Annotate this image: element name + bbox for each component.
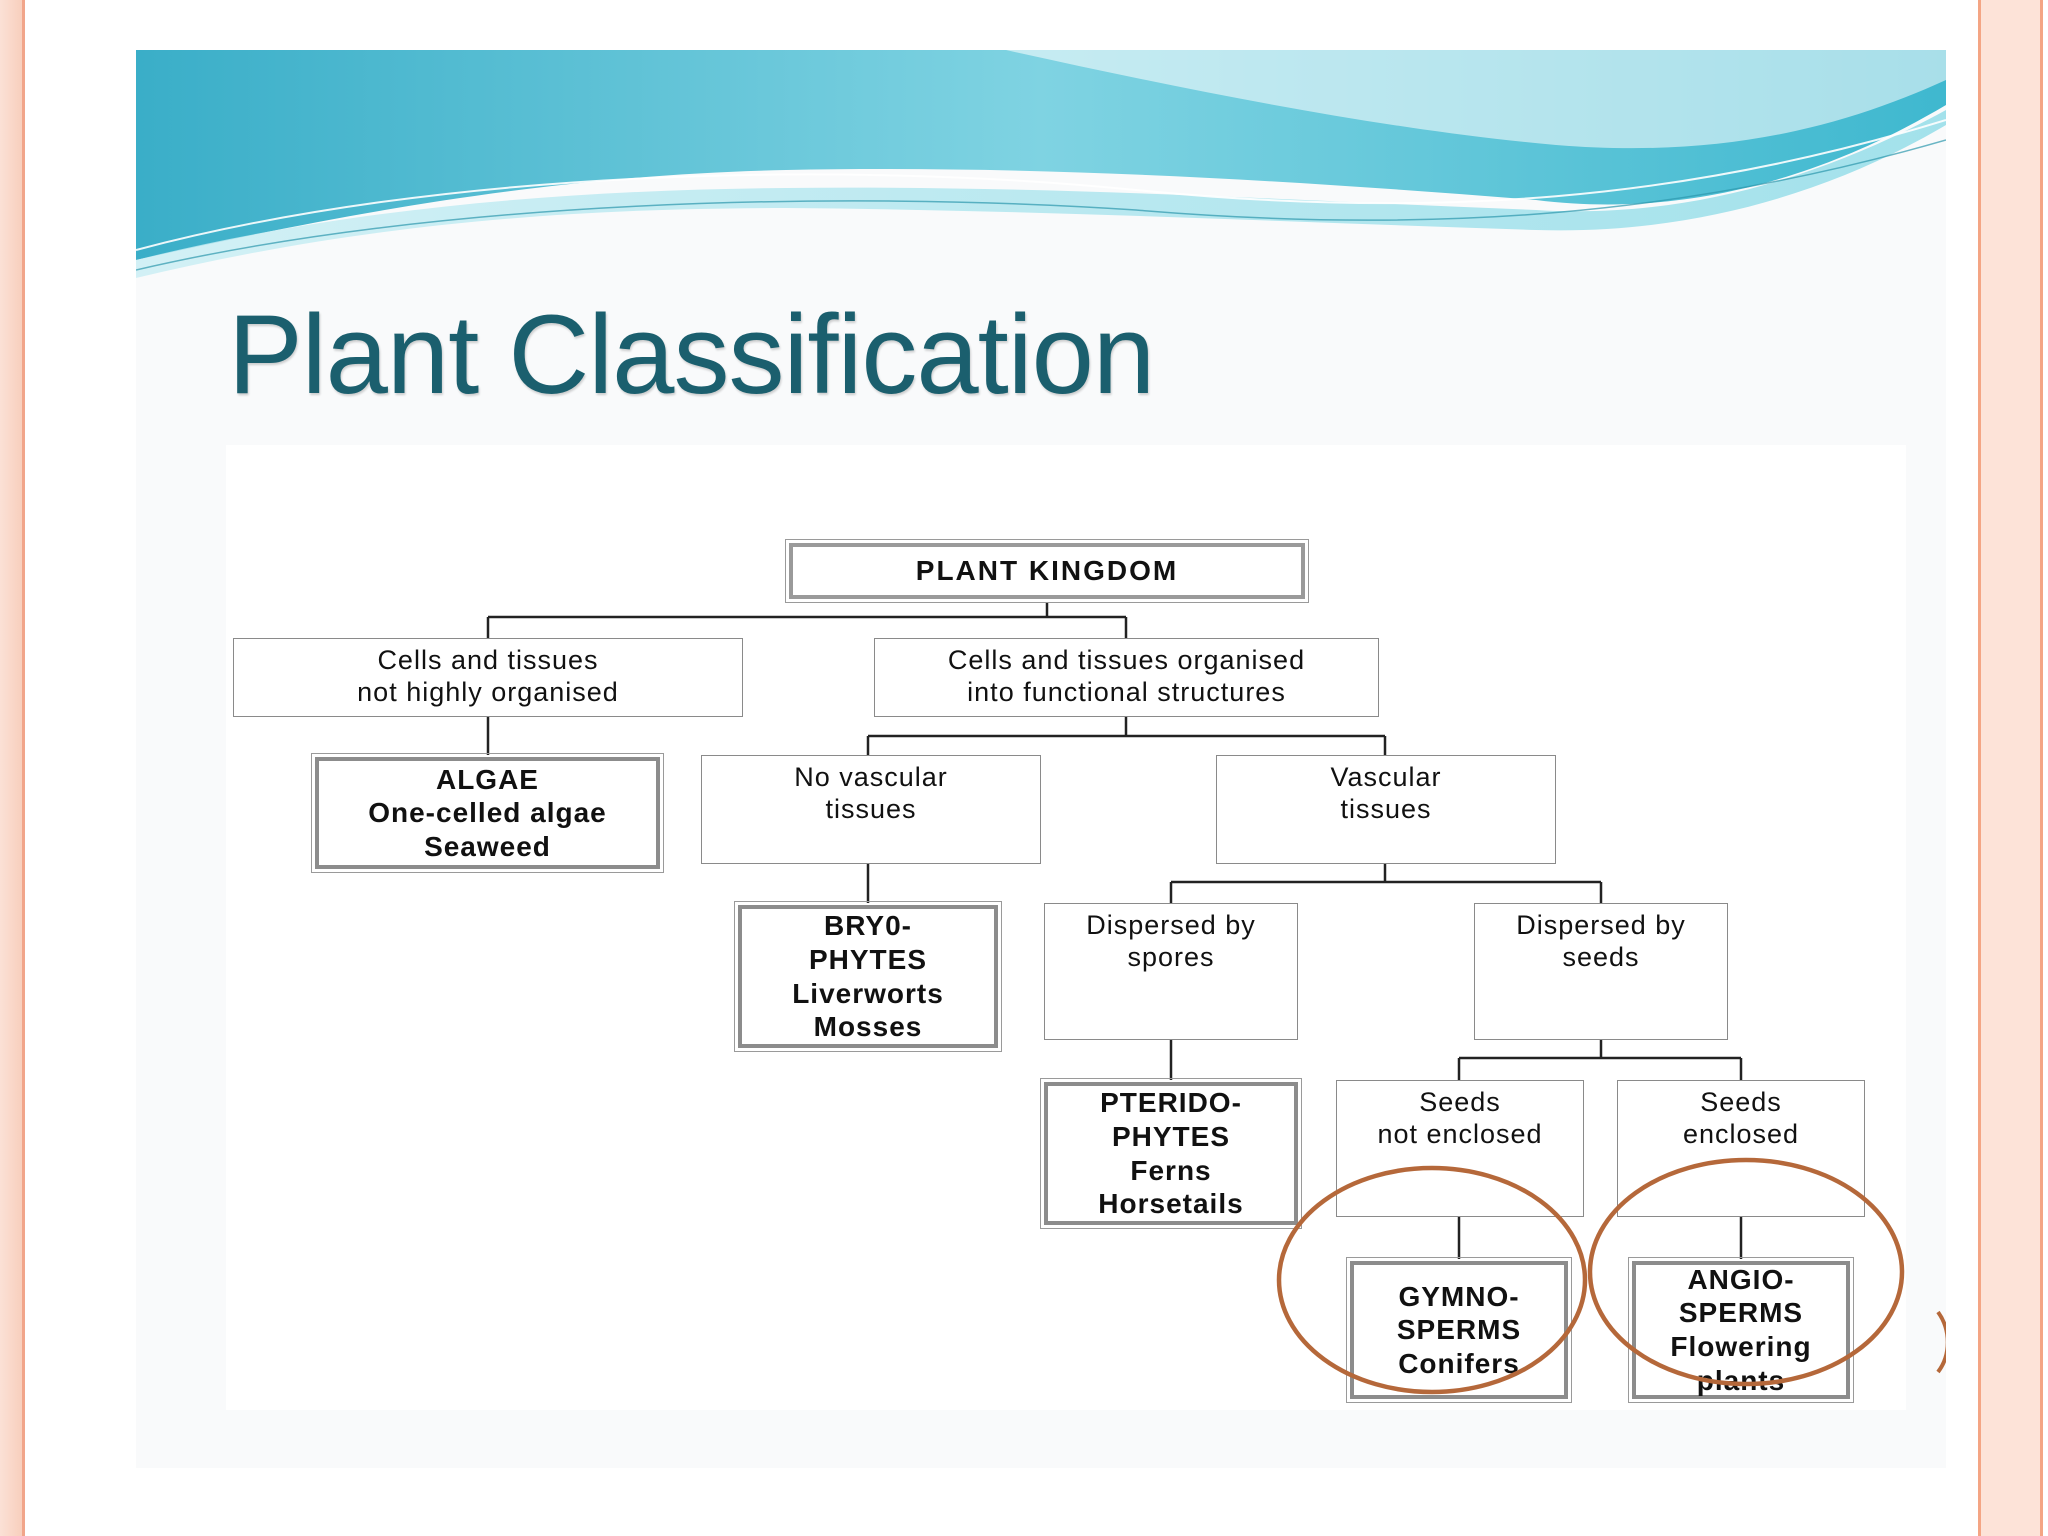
header-wave-decoration: [136, 50, 1946, 278]
node-seeds-enclosed: Seeds enclosed: [1617, 1080, 1865, 1217]
node-organised-structures: Cells and tissues organised into functio…: [874, 638, 1379, 717]
slide: Plant Classification: [136, 50, 1946, 1468]
node-algae: ALGAE One-celled algae Seaweed: [311, 753, 664, 873]
node-plant-kingdom: PLANT KINGDOM: [785, 539, 1309, 603]
node-angiosperms: ANGIO- SPERMS Flowering plants: [1628, 1257, 1854, 1403]
node-no-vascular-tissues: No vascular tissues: [701, 755, 1041, 864]
classification-chart: PLANT KINGDOM Cells and tissues not high…: [226, 445, 1906, 1410]
node-gymnosperms: GYMNO- SPERMS Conifers: [1346, 1257, 1572, 1403]
node-not-highly-organised: Cells and tissues not highly organised: [233, 638, 743, 717]
node-seeds-not-enclosed: Seeds not enclosed: [1336, 1080, 1584, 1217]
node-vascular-tissues: Vascular tissues: [1216, 755, 1556, 864]
tree-connectors: [486, 602, 1743, 1259]
node-bryophytes: BRY0- PHYTES Liverworts Mosses: [734, 901, 1002, 1052]
node-dispersed-by-spores: Dispersed by spores: [1044, 903, 1298, 1040]
node-dispersed-by-seeds: Dispersed by seeds: [1474, 903, 1728, 1040]
left-frame-border: [0, 0, 25, 1536]
right-frame-border: [1968, 0, 2048, 1536]
node-pteridophytes: PTERIDO- PHYTES Ferns Horsetails: [1040, 1078, 1302, 1229]
slide-title: Plant Classification: [228, 292, 1155, 417]
partial-circle-mark: [1936, 1310, 1946, 1374]
